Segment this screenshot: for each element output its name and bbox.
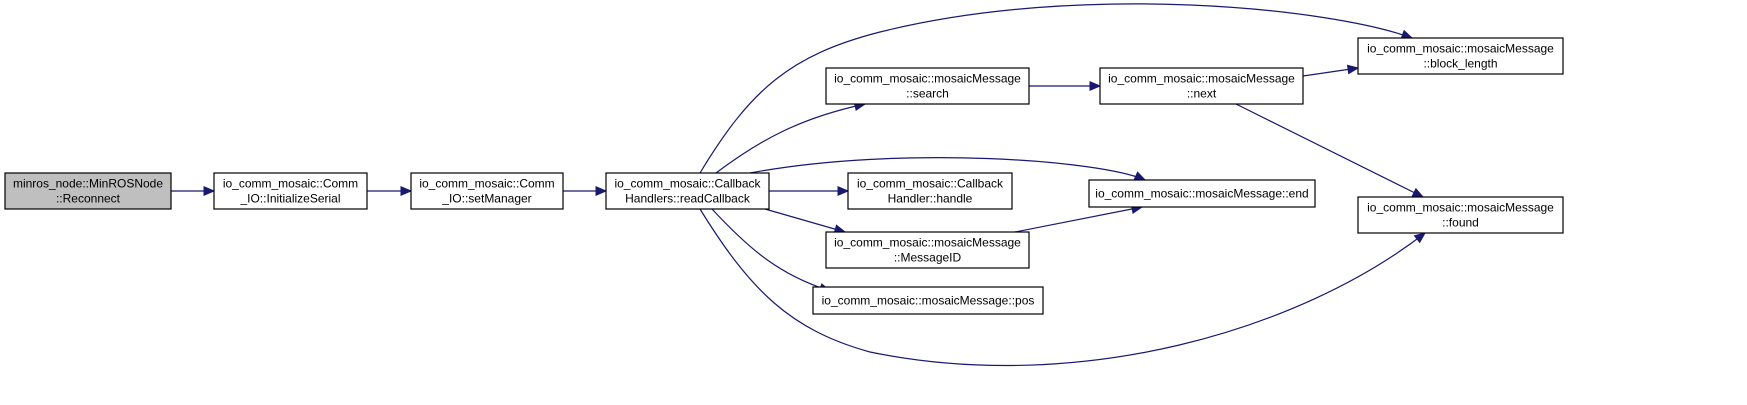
node-next[interactable]: io_comm_mosaic::mosaicMessage::next (1099, 67, 1304, 105)
node-label-line: Handler::handle (888, 192, 973, 206)
node-label-line: io_comm_mosaic::mosaicMessage (1367, 42, 1554, 56)
edge-line (1014, 206, 1143, 233)
edge-read_callback-to-message_id (764, 208, 847, 234)
node-label-line: io_comm_mosaic::mosaicMessage::end (1095, 187, 1308, 201)
arrowhead-icon (837, 186, 850, 196)
node-label-line: io_comm_mosaic::mosaicMessage (1367, 201, 1554, 215)
edge-line (1235, 103, 1424, 198)
node-label-line: io_comm_mosaic::Callback (857, 177, 1004, 191)
node-label-line: io_comm_mosaic::mosaicMessage (834, 72, 1021, 86)
node-box (847, 172, 1013, 210)
node-initialize-serial[interactable]: io_comm_mosaic::Comm_IO::InitializeSeria… (213, 172, 368, 210)
edge-read_callback-to-handle (769, 186, 850, 196)
node-box (4, 172, 172, 210)
node-reconnect[interactable]: minros_node::MinROSNode::Reconnect (4, 172, 172, 210)
node-label-line: io_comm_mosaic::mosaicMessage (834, 236, 1021, 250)
node-box (1099, 67, 1304, 105)
node-box (1357, 196, 1564, 234)
node-box (605, 172, 770, 210)
edges-layer (171, 3, 1427, 367)
edge-line (699, 3, 1413, 174)
node-search[interactable]: io_comm_mosaic::mosaicMessage::search (825, 67, 1030, 105)
arrowhead-icon (1133, 171, 1147, 181)
node-box (812, 286, 1044, 315)
node-label-line: io_comm_mosaic::mosaicMessage::pos (822, 294, 1035, 308)
arrowhead-icon (1413, 232, 1427, 244)
node-box (1357, 37, 1564, 75)
edge-line (699, 208, 1426, 367)
node-end[interactable]: io_comm_mosaic::mosaicMessage::end (1088, 179, 1316, 208)
node-label-line: ::block_length (1423, 57, 1497, 71)
edge-line (749, 157, 1146, 181)
edge-read_callback-to-search (715, 101, 867, 174)
edge-message_id-to-end (1014, 204, 1144, 233)
node-box (825, 67, 1030, 105)
node-read-callback[interactable]: io_comm_mosaic::CallbackHandlers::readCa… (605, 172, 770, 210)
node-box (410, 172, 564, 210)
arrowhead-icon (1346, 64, 1360, 75)
edge-read_callback-to-found (699, 208, 1427, 367)
node-pos[interactable]: io_comm_mosaic::mosaicMessage::pos (812, 286, 1044, 315)
node-label-line: io_comm_mosaic::mosaicMessage (1108, 72, 1295, 86)
node-set-manager[interactable]: io_comm_mosaic::Comm_IO::setManager (410, 172, 564, 210)
edge-search-to-next (1029, 81, 1102, 91)
node-block-length[interactable]: io_comm_mosaic::mosaicMessage::block_len… (1357, 37, 1564, 75)
edge-line (764, 208, 846, 233)
node-box (213, 172, 368, 210)
node-found[interactable]: io_comm_mosaic::mosaicMessage::found (1357, 196, 1564, 234)
node-label-line: _IO::setManager (441, 192, 531, 206)
node-box (1088, 179, 1316, 208)
node-message-id[interactable]: io_comm_mosaic::mosaicMessage::MessageID (825, 231, 1030, 269)
node-label-line: io_comm_mosaic::Callback (614, 177, 761, 191)
arrowhead-icon (203, 186, 216, 196)
arrowhead-icon (1411, 187, 1425, 198)
arrowhead-icon (400, 186, 413, 196)
edge-line (715, 103, 866, 174)
node-label-line: _IO::InitializeSerial (239, 192, 340, 206)
edge-read_callback-to-block_length (699, 3, 1414, 174)
arrowhead-icon (595, 186, 608, 196)
node-label-line: io_comm_mosaic::Comm (223, 177, 358, 191)
edge-set_manager-to-read_callback (563, 186, 608, 196)
edge-initialize_serial-to-set_manager (367, 186, 413, 196)
edge-read_callback-to-pos (711, 208, 832, 293)
edge-next-to-block_length (1302, 64, 1360, 77)
edge-reconnect-to-initialize_serial (171, 186, 216, 196)
node-label-line: ::search (906, 87, 949, 101)
node-label-line: ::next (1187, 87, 1217, 101)
arrowhead-icon (1089, 81, 1102, 91)
node-label-line: ::found (1442, 216, 1479, 230)
nodes-layer: minros_node::MinROSNode::Reconnectio_com… (4, 37, 1564, 315)
arrowhead-icon (1400, 29, 1414, 40)
node-label-line: Handlers::readCallback (625, 192, 751, 206)
node-label-line: io_comm_mosaic::Comm (419, 177, 554, 191)
node-box (825, 231, 1030, 269)
edge-line (711, 208, 831, 292)
node-label-line: ::Reconnect (56, 192, 121, 206)
node-label-line: ::MessageID (894, 251, 962, 265)
node-label-line: minros_node::MinROSNode (13, 177, 163, 191)
